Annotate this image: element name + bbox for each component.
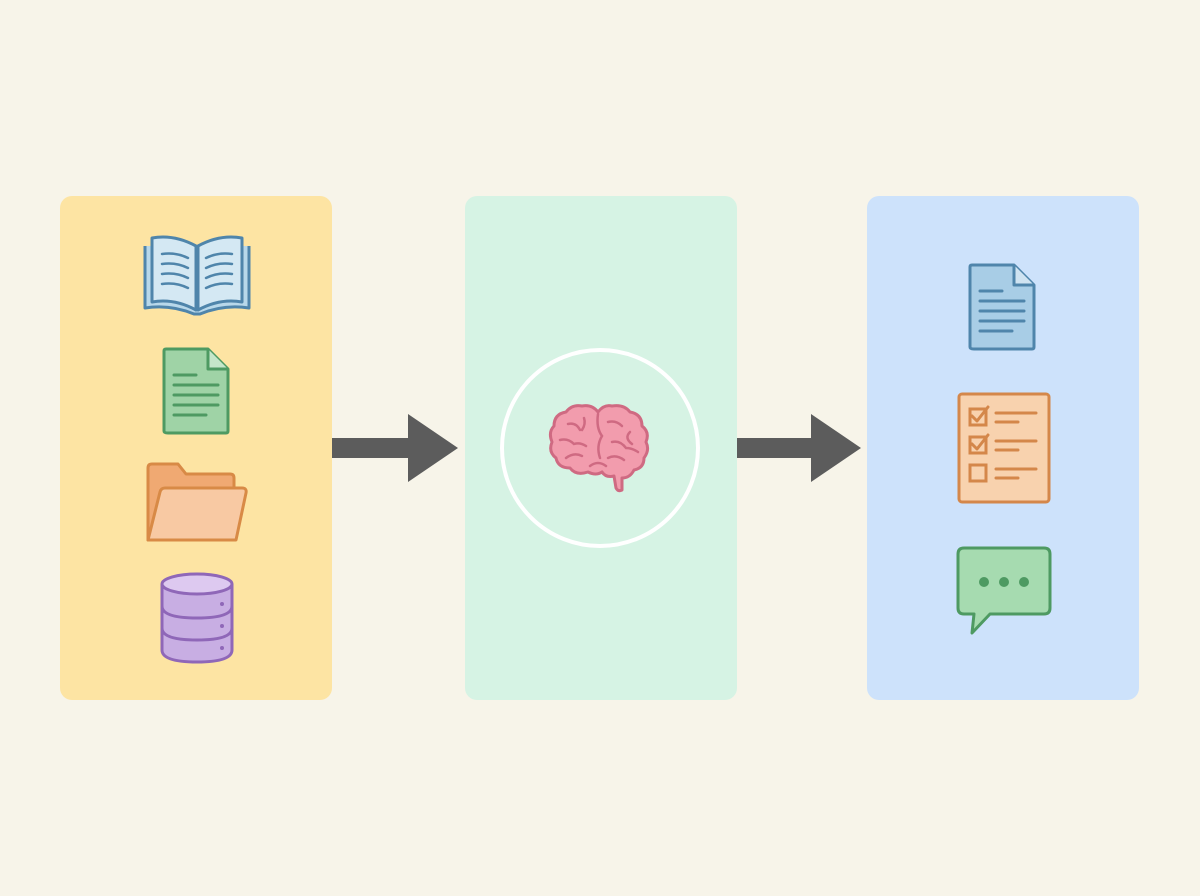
document-icon [162,347,230,435]
open-book-icon [143,235,251,316]
database-icon [160,572,234,664]
checklist-icon [957,392,1051,504]
model-ring [500,348,700,548]
folder-icon [146,462,248,542]
arrow-inputs-to-model [332,414,458,482]
brain-icon [548,404,650,493]
output-document-icon [968,263,1036,351]
arrow-model-to-outputs [737,414,861,482]
chat-bubble-icon [956,546,1052,635]
